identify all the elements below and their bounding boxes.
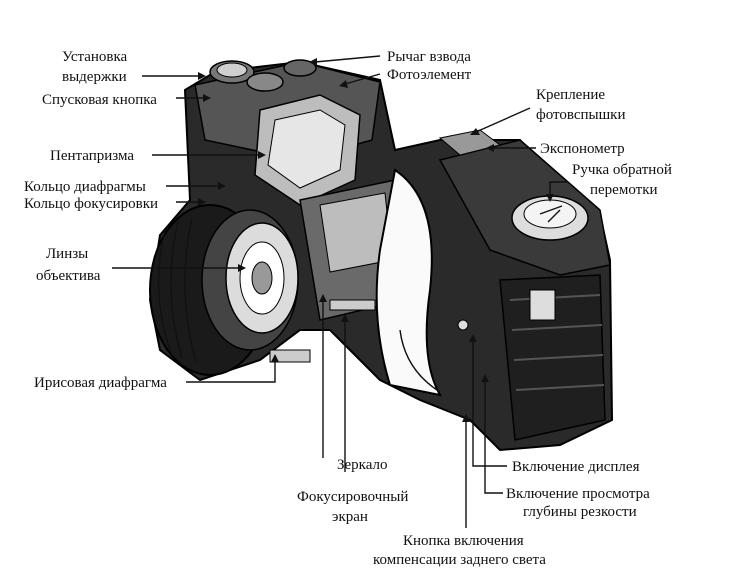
leader-dof-preview — [484, 380, 503, 494]
label-shutter-speed-line1: Установка — [62, 49, 128, 65]
label-backlight-line2: компенсации заднего света — [373, 552, 546, 568]
label-flash-mount-line2: фотовспышки — [536, 107, 626, 123]
label-advance-lever: Рычаг взвода — [387, 49, 471, 65]
label-release-button: Спусковая кнопка — [42, 92, 157, 108]
label-dof-preview-line2: глубины резкости — [523, 504, 637, 520]
leader-iris — [186, 360, 276, 383]
label-photocell: Фотоэлемент — [387, 67, 472, 83]
label-aperture-ring: Кольцо диафрагмы — [24, 179, 146, 195]
label-display-on: Включение дисплея — [512, 459, 640, 475]
label-mirror: Зеркало — [337, 457, 388, 473]
label-iris: Ирисовая диафрагма — [34, 375, 167, 391]
label-pentaprism: Пентапризма — [50, 148, 134, 164]
label-shutter-speed-line2: выдержки — [62, 69, 127, 85]
label-exposure-meter: Экспонометр — [540, 141, 625, 157]
label-rewind-line1: Ручка обратной — [572, 162, 672, 178]
label-dof-preview-line1: Включение просмотра — [506, 486, 650, 502]
label-focus-screen-line2: экран — [332, 509, 368, 525]
leader-display-on — [472, 340, 507, 467]
label-lens-line1: Линзы — [46, 246, 88, 262]
leader-flash-mount — [475, 107, 531, 133]
label-flash-mount-line1: Крепление — [536, 87, 605, 103]
leader-photocell — [344, 73, 381, 85]
label-focus-ring: Кольцо фокусировки — [24, 196, 158, 212]
camera-illustration — [148, 59, 614, 452]
label-rewind-line2: перемотки — [590, 182, 658, 198]
label-focus-screen-line1: Фокусировочный — [297, 489, 408, 505]
leader-advance-lever — [314, 55, 381, 63]
callout-labels: Установка выдержки Спусковая кнопка Пент… — [24, 49, 672, 568]
arrowheads — [198, 58, 554, 422]
label-lens-line2: объектива — [36, 268, 101, 284]
leader-rewind — [549, 181, 568, 196]
label-backlight-line1: Кнопка включения — [403, 533, 524, 549]
leader-lines — [112, 55, 568, 528]
